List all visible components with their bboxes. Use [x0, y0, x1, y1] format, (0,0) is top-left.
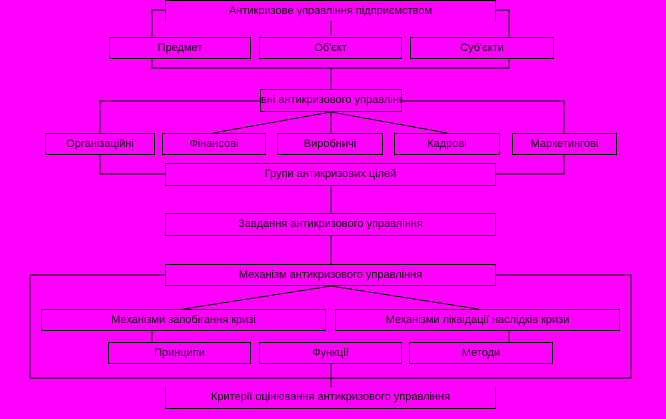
levels-header-label: Рівні антикризового управління	[260, 94, 401, 106]
sub-mechanism-label: Механізми запобігання кризі	[111, 313, 256, 326]
element-label: Принципи	[154, 346, 205, 359]
connector-line	[330, 285, 479, 310]
title-box: Антикризове управління підприємством	[165, 0, 496, 21]
mechanism-label: Механізм антикризового управління	[238, 268, 423, 281]
aspect-box-actors: Суб'єкти	[410, 37, 554, 59]
connector-line	[330, 111, 448, 134]
connector-line	[212, 111, 332, 134]
prevention-mechanism-box: Механізми запобігання кризі	[41, 309, 326, 331]
sub-mechanism-label: Механізми ліквідації наслідків кризи	[385, 313, 570, 326]
element-label: Методи	[461, 346, 501, 359]
level-label: Маркетингові	[530, 137, 599, 150]
level-label: Кадрові	[427, 137, 467, 150]
level-box-organizational: Організаційні	[45, 133, 155, 155]
aspect-label: Об'єкт	[314, 41, 347, 54]
connector-line	[182, 285, 332, 310]
aspect-label: Суб'єкти	[460, 41, 504, 54]
goals-box: Групи антикризових цілей	[165, 163, 496, 186]
element-box-functions: Функції	[259, 342, 402, 364]
liquidation-mechanism-box: Механізми ліквідації наслідків кризи	[335, 309, 620, 331]
title-label: Антикризове управління підприємством	[228, 4, 433, 17]
level-box-marketing: Маркетингові	[512, 133, 617, 155]
level-label: Фінансові	[189, 137, 239, 150]
level-box-personnel: Кадрові	[394, 133, 500, 155]
connector-line	[99, 100, 260, 133]
level-box-financial: Фінансові	[162, 133, 266, 155]
evaluation-box: Критерії оцінювання антикризового управл…	[165, 387, 496, 409]
evaluation-label: Критерії оцінювання антикризового управл…	[210, 391, 451, 403]
aspect-label: Предмет	[157, 41, 203, 54]
mechanism-box: Механізм антикризового управління	[165, 264, 496, 286]
level-box-production: Виробничі	[277, 133, 383, 155]
level-label: Виробничі	[303, 137, 357, 150]
aspect-box-object: Об'єкт	[259, 37, 402, 59]
element-box-methods: Методи	[409, 342, 553, 364]
element-label: Функції	[312, 346, 349, 359]
connector-line	[402, 100, 565, 133]
tasks-box: Завдання антикризового управління	[165, 213, 496, 236]
connector-line	[496, 155, 565, 175]
goals-label: Групи антикризових цілей	[264, 168, 397, 180]
connector-line	[99, 155, 165, 175]
element-box-principles: Принципи	[108, 342, 251, 364]
aspect-box-subject: Предмет	[109, 37, 251, 59]
tasks-label: Завдання антикризового управління	[238, 218, 423, 230]
levels-header-box: Рівні антикризового управління	[260, 89, 402, 112]
level-label: Організаційні	[66, 137, 134, 150]
